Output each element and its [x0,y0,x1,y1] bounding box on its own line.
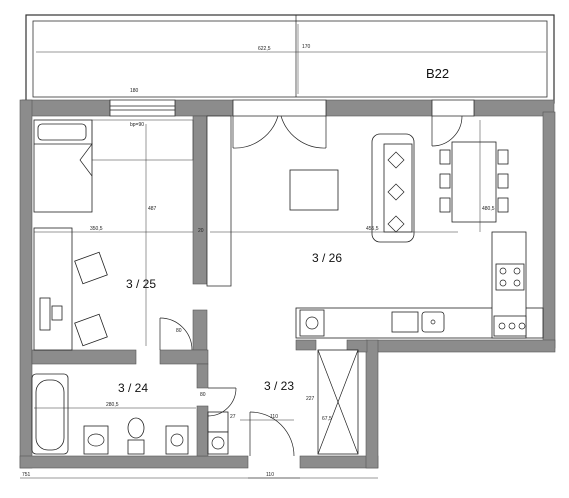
balcony: 622,5 170 B22 [25,14,555,104]
bedroom-depth: 487 [148,206,157,212]
bath-door: 80 [200,387,237,417]
door-swing-icon [232,99,475,149]
bp-dim: bp=90 [130,122,144,128]
stove-icon [299,263,527,337]
windows: 180 bp=90 [109,88,176,128]
desk-chair-icon [33,227,108,351]
hall-small-dim: 227 [306,396,315,402]
walls [19,99,556,469]
bedroom-width: 350,5 [90,226,103,232]
entry-width: 110 [266,472,274,478]
balcony-dim-side: 170 [302,44,311,50]
washbasin-icon [83,425,109,455]
entry-door [249,411,295,457]
bottom-left-dim: 751 [22,472,31,478]
living-width: 455,5 [366,226,379,232]
room-label-living: 3 / 26 [312,251,342,265]
coffee-table [289,169,339,211]
bath-width: 280,5 [106,402,119,408]
living-depth: 480,5 [482,206,495,212]
hall-width: 110 [270,414,278,420]
dining-table-icon [439,141,509,223]
bedroom-door: 80 [159,317,193,351]
bedroom-wardrobe [91,119,194,161]
misc-a-dim: 27 [230,414,236,420]
kitchen-mark-dim: 67,5 [322,416,332,422]
room-label-bedroom: 3 / 25 [126,277,156,291]
bathtub-icon [31,373,69,455]
misc-b-dim: 20 [198,228,204,234]
hall-wardrobe [317,349,359,455]
washing-machine-icon [165,411,229,455]
bed-icon [33,119,93,213]
balcony-dim-top: 622,5 [258,46,271,52]
room-label-hall: 3 / 23 [264,379,294,393]
window-dim: 180 [130,88,139,94]
balcony-label: B22 [426,66,449,81]
room-label-bath: 3 / 24 [118,381,148,395]
bedroom-door-dim: 80 [176,328,182,334]
sink-icon [391,311,445,333]
toilet-icon [127,417,145,455]
sofa-icon [371,133,415,243]
bath-door-dim: 80 [200,392,206,398]
